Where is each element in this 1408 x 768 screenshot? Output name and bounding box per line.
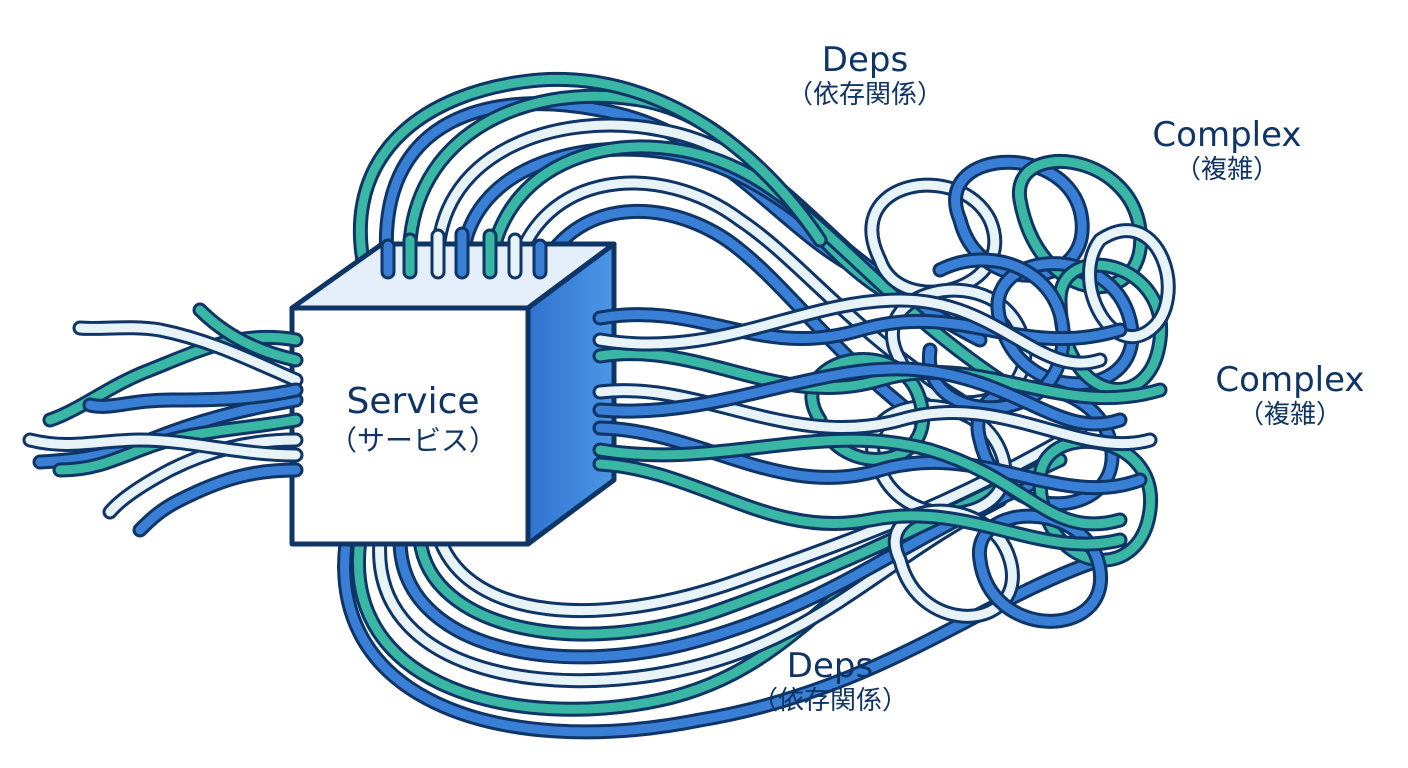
left-loose-wire	[85, 385, 301, 411]
side-wire	[595, 459, 1125, 549]
service-label: Service （サービス）	[296, 380, 530, 458]
wire-tangle-front	[22, 226, 1168, 552]
complex-label-lower-ja: （複雑）	[1237, 400, 1342, 431]
deps-label-bottom-ja: （依存関係）	[751, 686, 908, 717]
deps-label-bottom-en: Deps	[786, 646, 874, 686]
side-wire	[595, 423, 1145, 493]
left-loose-wire	[75, 323, 301, 385]
deps-label-top: Deps （依存関係）	[765, 40, 965, 111]
service-box	[289, 241, 617, 547]
bottom-loop-wire	[395, 475, 1045, 662]
left-loose-wire	[135, 465, 301, 535]
side-wire	[595, 295, 1105, 368]
left-loose-wire	[55, 415, 301, 475]
bottom-loop-wire	[435, 425, 1085, 616]
complex-label-upper-en: Complex	[1152, 115, 1302, 155]
top-loop-wire	[355, 74, 825, 295]
side-wire	[595, 364, 1125, 429]
deps-label-bottom: Deps （依存関係）	[715, 646, 945, 717]
deps-label-top-en: Deps	[821, 40, 909, 80]
side-wire	[595, 435, 1125, 529]
left-loose-wire	[195, 305, 301, 365]
complex-label-lower: Complex （複雑）	[1180, 360, 1400, 431]
service-name: Service	[346, 381, 480, 422]
complex-label-upper: Complex （複雑）	[1112, 115, 1342, 186]
tangle-loop-wire	[1085, 226, 1173, 342]
side-wire	[595, 349, 1165, 403]
left-loose-wire	[105, 435, 301, 517]
tangle-loop-wire	[975, 511, 1105, 626]
deps-label-top-ja: （依存関係）	[786, 80, 943, 111]
service-box-front	[289, 305, 531, 547]
side-wire	[595, 386, 1155, 449]
complex-label-upper-ja: （複雑）	[1174, 155, 1279, 186]
service-name-ja: （サービス）	[328, 423, 497, 457]
complex-label-lower-en: Complex	[1215, 360, 1365, 400]
top-loop-wire	[381, 99, 865, 277]
side-wire	[595, 310, 1125, 344]
left-loose-wire	[25, 435, 301, 460]
